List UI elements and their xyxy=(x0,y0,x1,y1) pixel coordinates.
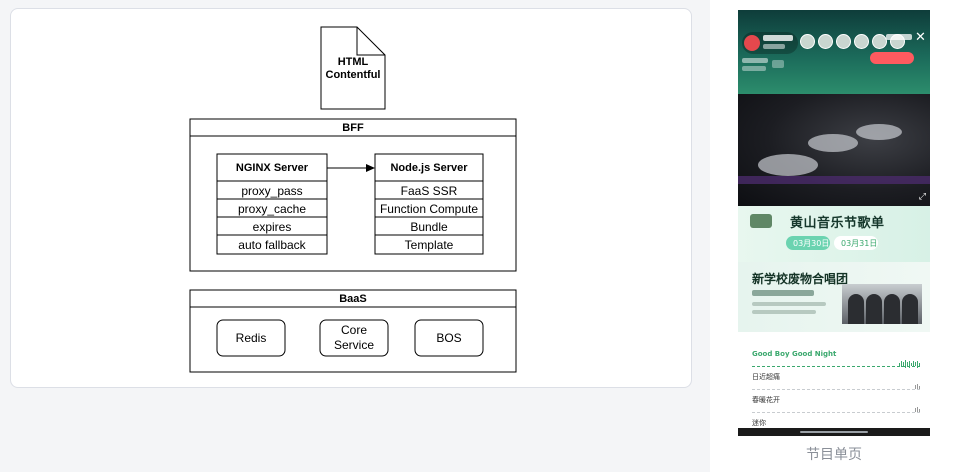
avatar xyxy=(836,34,851,49)
nodejs-row: FaaS SSR xyxy=(401,184,458,198)
sub-info xyxy=(742,58,768,63)
core-service-label-line2: Service xyxy=(334,338,374,352)
phone-caption: 节目单页 xyxy=(806,447,862,463)
baas-title: BaaS xyxy=(339,293,367,305)
band-member xyxy=(902,294,918,324)
document-label-line2: Contentful xyxy=(326,69,381,81)
list-item[interactable]: Good Boy Good Night xyxy=(752,350,837,358)
playlist-title: 黄山音乐节歌单 xyxy=(790,216,885,231)
home-bar xyxy=(800,431,868,433)
band-subtitle-placeholder xyxy=(752,290,814,296)
nodejs-row: Bundle xyxy=(410,220,448,234)
waveform-icon xyxy=(915,384,920,390)
song-list: Good Boy Good Night 日近超痛 春暖花开 迷你 xyxy=(738,332,930,436)
nodejs-title: Node.js Server xyxy=(390,162,468,174)
band-desc-placeholder xyxy=(752,310,816,314)
video-detail xyxy=(758,154,818,176)
band-name: 新学校废物合唱团 xyxy=(752,272,849,286)
document-label-line1: HTML xyxy=(338,56,369,68)
date-tab-label: 03月30日 xyxy=(793,239,830,248)
nodejs-server-table: Node.js Server FaaS SSR Function Compute… xyxy=(374,153,484,255)
phone-preview-panel: ✕ ⤢ 黄山音乐节歌单 03月30日 03月31日 新学校废物合唱团 xyxy=(710,0,970,472)
redis-node: Redis xyxy=(216,319,286,357)
architecture-diagram: HTML Contentful BFF NGINX Server proxy_p… xyxy=(189,26,517,373)
date-tab-label: 03月31日 xyxy=(841,239,878,248)
avatar xyxy=(872,34,887,49)
host-sub-placeholder xyxy=(763,44,785,49)
nodejs-row: Function Compute xyxy=(380,202,478,216)
band-photo xyxy=(842,284,922,324)
nodejs-row: Template xyxy=(405,238,454,252)
band-desc-placeholder xyxy=(752,302,826,306)
live-header: ✕ xyxy=(738,10,930,94)
fullscreen-icon[interactable]: ⤢ xyxy=(918,191,926,201)
home-indicator xyxy=(738,428,930,436)
nginx-server-table: NGINX Server proxy_pass proxy_cache expi… xyxy=(216,153,328,255)
sub-tag xyxy=(772,60,784,68)
band-member xyxy=(866,294,882,324)
avatar xyxy=(744,35,760,51)
nginx-title: NGINX Server xyxy=(236,162,309,174)
bos-label: BOS xyxy=(436,331,461,345)
core-service-node: Core Service xyxy=(319,319,389,357)
list-item[interactable]: 春暖花开 xyxy=(752,396,780,404)
waveform-icon xyxy=(915,407,920,413)
list-item[interactable]: 日近超痛 xyxy=(752,373,780,381)
host-info[interactable] xyxy=(742,32,798,54)
song-divider xyxy=(752,389,920,390)
video-detail xyxy=(856,124,902,140)
avatar xyxy=(818,34,833,49)
playlist-header: 黄山音乐节歌单 03月30日 03月31日 xyxy=(738,206,930,262)
avatar xyxy=(800,34,815,49)
promo-badge[interactable] xyxy=(870,52,914,64)
festival-logo xyxy=(750,214,772,228)
list-item[interactable]: 迷你 xyxy=(752,419,766,427)
close-icon[interactable]: ✕ xyxy=(915,29,926,44)
architecture-diagram-card: HTML Contentful BFF NGINX Server proxy_p… xyxy=(10,8,692,388)
band-card: 新学校废物合唱团 xyxy=(738,262,930,332)
host-name-placeholder xyxy=(763,35,793,41)
phone-screenshot: ✕ ⤢ 黄山音乐节歌单 03月30日 03月31日 新学校废物合唱团 xyxy=(738,10,930,436)
html-document-node: HTML Contentful xyxy=(320,26,386,110)
band-member xyxy=(884,294,900,324)
nginx-row: proxy_pass xyxy=(241,184,302,198)
song-divider xyxy=(752,366,920,367)
viewer-count xyxy=(886,34,912,40)
date-tab[interactable] xyxy=(834,236,878,250)
bos-node: BOS xyxy=(414,319,484,357)
nginx-row: proxy_cache xyxy=(238,202,306,216)
date-tab-active[interactable] xyxy=(786,236,830,250)
nginx-row: auto fallback xyxy=(238,238,306,252)
bff-title: BFF xyxy=(342,122,364,134)
band-member xyxy=(848,294,864,324)
waveform-icon xyxy=(899,360,920,368)
status-bar xyxy=(744,14,924,26)
nginx-row: expires xyxy=(253,220,292,234)
nginx-to-node-arrow xyxy=(327,164,375,172)
redis-label: Redis xyxy=(236,331,267,345)
live-video[interactable]: ⤢ xyxy=(738,94,930,206)
video-banner xyxy=(738,176,930,184)
core-service-label-line1: Core xyxy=(341,323,367,337)
song-divider xyxy=(752,412,920,413)
avatar xyxy=(854,34,869,49)
video-detail xyxy=(808,134,858,152)
sub-info xyxy=(742,66,766,71)
